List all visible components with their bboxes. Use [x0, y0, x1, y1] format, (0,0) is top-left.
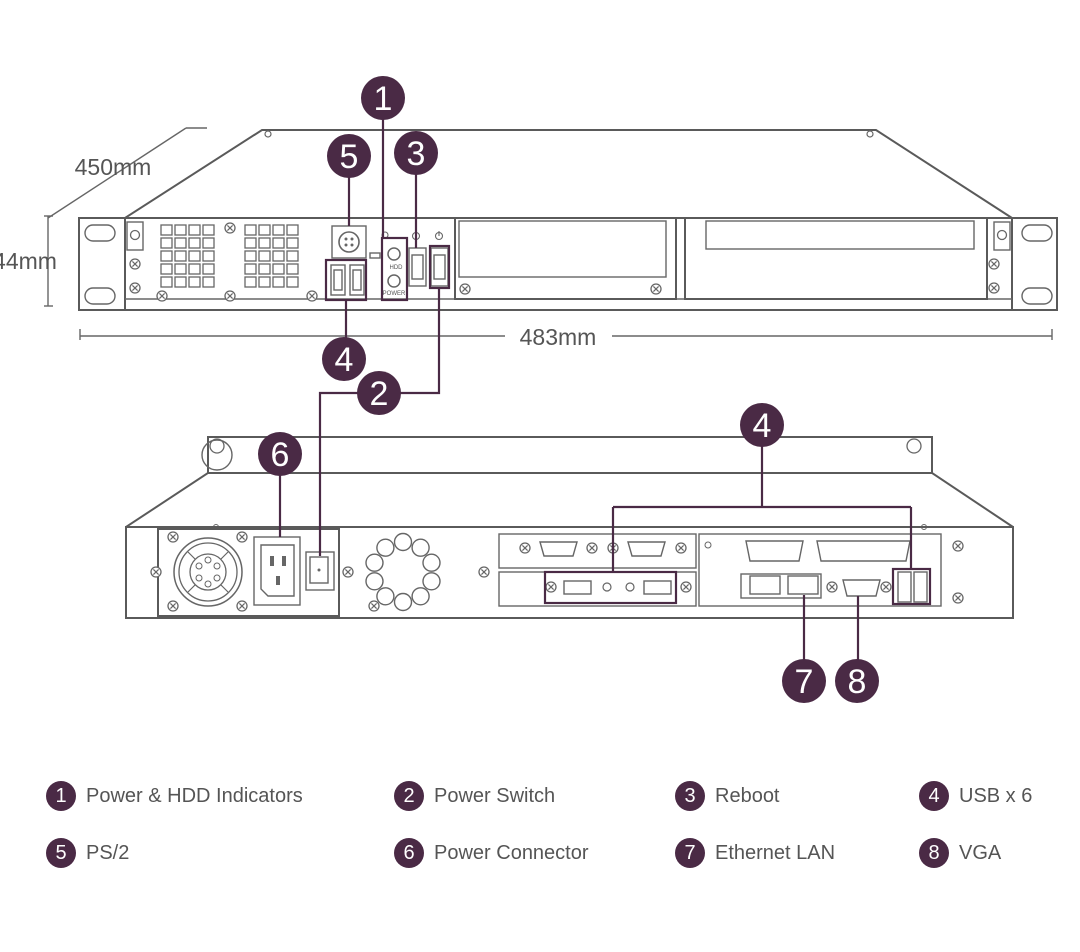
svg-text:5: 5 [340, 138, 359, 176]
callout-badge-4-rear: 4 [740, 403, 784, 447]
svg-text:6: 6 [271, 436, 290, 474]
svg-text:7: 7 [795, 663, 814, 701]
svg-text:2: 2 [370, 375, 389, 413]
callout-badge-5: 5 [327, 134, 371, 178]
front-view: HDD POWER [78, 129, 1058, 311]
callout-badge-3: 3 [394, 131, 438, 175]
svg-text:4: 4 [335, 341, 354, 379]
depth-dimension: 450mm [75, 154, 152, 180]
dimension-lines [44, 127, 1053, 340]
rear-view [125, 436, 1014, 619]
callout-badge-1: 1 [361, 76, 405, 120]
callout-badge-2: 2 [357, 371, 401, 415]
height-dimension: 44mm [0, 248, 57, 274]
callout-badge-8: 8 [835, 659, 879, 703]
callout-badge-4-front: 4 [322, 337, 366, 381]
pointer-lines [278, 118, 932, 660]
width-dimension: 483mm [520, 324, 597, 350]
svg-text:4: 4 [753, 407, 772, 445]
svg-text:8: 8 [848, 663, 867, 701]
svg-text:1: 1 [374, 80, 393, 118]
callout-badge-7: 7 [782, 659, 826, 703]
svg-text:3: 3 [407, 135, 426, 173]
power-label: POWER [383, 291, 406, 297]
hdd-label: HDD [390, 265, 404, 271]
callout-badge-6: 6 [258, 432, 302, 476]
